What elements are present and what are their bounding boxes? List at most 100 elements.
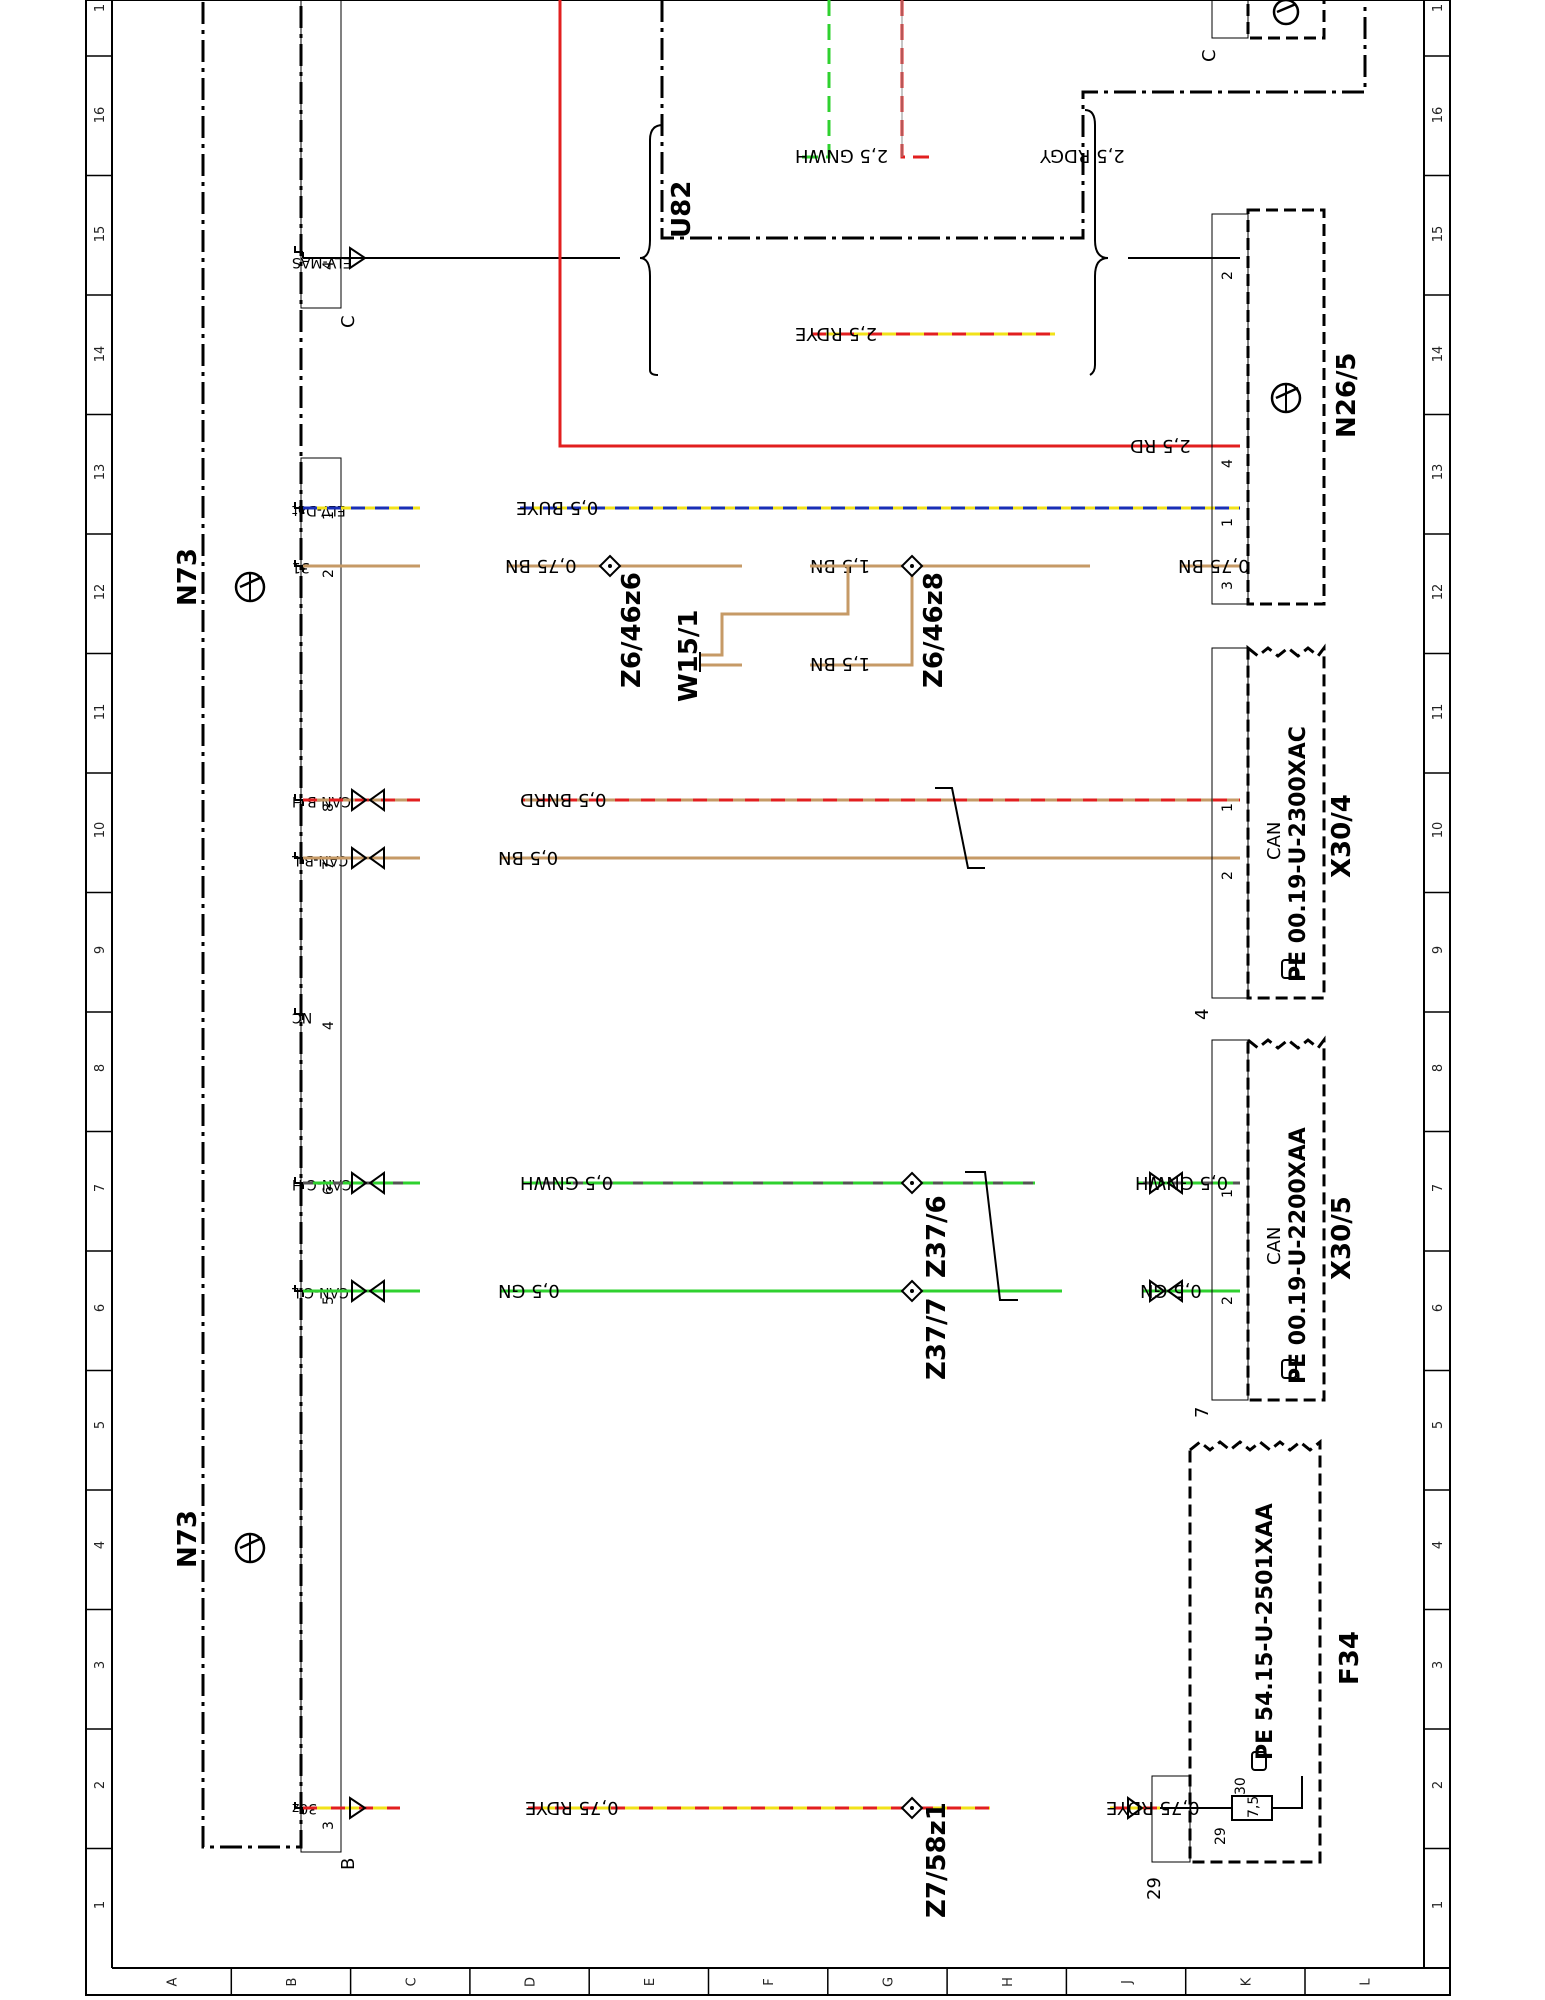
grid-row-label: 14 bbox=[1431, 346, 1446, 363]
grid-row-label: 2 bbox=[1431, 1781, 1446, 1789]
pin-number: 7 bbox=[321, 861, 337, 870]
f34-connector bbox=[1151, 1775, 1191, 1863]
n73-pin-9: 30z 3 bbox=[292, 1800, 337, 1830]
grid-col-label: E bbox=[643, 1978, 658, 1986]
x30-5-part: PE 00.19-U-2200XAA bbox=[1286, 1127, 1311, 1384]
n73-module-box bbox=[201, 0, 303, 1849]
grid-col-label: H bbox=[1001, 1977, 1016, 1987]
x30-4-box bbox=[1246, 643, 1326, 1000]
grid-row-label: 15 bbox=[93, 226, 108, 243]
connector-c-label: C bbox=[338, 315, 359, 328]
label-bg bbox=[400, 1796, 528, 1820]
wire-label: 0,5 BN bbox=[498, 847, 558, 868]
pin-number: 1 bbox=[1220, 1189, 1236, 1198]
pin-number: 4 bbox=[321, 1021, 337, 1030]
u82-sub-box bbox=[1246, 0, 1326, 40]
x30-5-connector bbox=[1211, 1039, 1249, 1401]
twisted-pair-mark bbox=[965, 1171, 1018, 1301]
splice-label: W15/1 bbox=[674, 610, 704, 702]
splice-icon bbox=[900, 1279, 924, 1303]
n26-module-box bbox=[1246, 208, 1326, 606]
fuse-pin: 30 bbox=[1233, 1777, 1249, 1795]
n73-pin-4: CAN-B H 8 bbox=[292, 793, 351, 812]
wire-2-5-rd bbox=[558, 0, 1106, 448]
pointing-hand-icon bbox=[1281, 959, 1297, 979]
wire-2-5-gnwh bbox=[796, 0, 831, 159]
wire-label: 2,5 RD bbox=[1130, 435, 1191, 456]
pointing-hand-icon bbox=[1281, 1359, 1297, 1379]
pin-number: 4 bbox=[321, 261, 337, 270]
u82-connector bbox=[1211, 0, 1249, 39]
brace-right bbox=[1084, 109, 1109, 376]
n73-connector-c bbox=[300, 0, 342, 309]
splice-label: Z37/7 bbox=[922, 1297, 952, 1380]
direction-arrow-icon bbox=[349, 1796, 1144, 1820]
grid-row-label: 3 bbox=[93, 1661, 108, 1669]
grid-row-label: 10 bbox=[93, 822, 108, 839]
label-bg bbox=[420, 496, 520, 520]
wire-label: 2,5 GNWH bbox=[795, 145, 888, 166]
splice-icon bbox=[900, 1796, 924, 1820]
connector-b-label: B bbox=[338, 1858, 359, 1870]
pin-number: 3 bbox=[1220, 581, 1236, 590]
grid-row-label: 1 bbox=[1431, 1901, 1446, 1909]
grid-row-label: 6 bbox=[1431, 1304, 1446, 1312]
grid-col-label: C bbox=[404, 1977, 419, 1986]
connector-c-u82: C bbox=[1199, 49, 1220, 62]
grid-row-label: 6 bbox=[93, 1304, 108, 1312]
pin-number: 8 bbox=[321, 803, 337, 812]
grid-row-label: 16 bbox=[93, 107, 108, 124]
grid-row-label: 12 bbox=[1431, 584, 1446, 601]
label-bg bbox=[1035, 1171, 1137, 1195]
x30-5-box bbox=[1246, 1035, 1326, 1402]
n73-connector-b bbox=[300, 457, 342, 1853]
pin-number: 5 bbox=[321, 1296, 337, 1305]
module-symbol-icon bbox=[1270, 382, 1302, 414]
grid-row-label: 1 bbox=[1431, 4, 1446, 12]
connector-ref: 29 bbox=[1144, 1877, 1165, 1900]
wire-label: 0,5 GNWH bbox=[520, 1172, 613, 1193]
fuse-pin: 29 bbox=[1213, 1827, 1229, 1845]
grid-row-label: 5 bbox=[1431, 1421, 1446, 1429]
direction-arrow-icon bbox=[349, 246, 367, 270]
connector-ref: 4 bbox=[1192, 1009, 1213, 1020]
fuse-wiring bbox=[1160, 1776, 1303, 1809]
wire-label: 0,5 BUYE bbox=[516, 497, 598, 518]
can-label: CAN bbox=[1264, 1227, 1285, 1265]
x30-5-label: X30/5 bbox=[1327, 1196, 1357, 1280]
splice-label: Z7/58z1 bbox=[922, 1802, 952, 1918]
twisted-pair-mark bbox=[935, 787, 985, 869]
grid-row-label: 5 bbox=[93, 1421, 108, 1429]
pointing-hand-icon bbox=[1251, 1751, 1267, 1771]
grid-row-label: 1 bbox=[93, 1901, 108, 1909]
fuse-value: 7,5 bbox=[1246, 1796, 1262, 1818]
pin-signal: CAN-B L bbox=[292, 852, 348, 868]
grid-row-label: 11 bbox=[1431, 704, 1446, 721]
f34-label: F34 bbox=[1335, 1631, 1365, 1685]
grid-row-label: 8 bbox=[1431, 1064, 1446, 1072]
x30-4-connector bbox=[1211, 647, 1249, 999]
label-bg bbox=[420, 1171, 522, 1195]
grid-row-label: 1 bbox=[93, 4, 108, 12]
f34-box bbox=[1188, 1438, 1322, 1864]
wire-label: 2,5 RDYE bbox=[795, 323, 877, 344]
grid-row-label: 11 bbox=[93, 704, 108, 721]
label-bg bbox=[420, 1279, 500, 1303]
wire-label: 0,5 BNRD bbox=[520, 789, 607, 810]
grid-col-label: D bbox=[524, 1977, 539, 1987]
grid-row-label: 4 bbox=[93, 1541, 108, 1549]
grid-col-label: L bbox=[1359, 1978, 1374, 1986]
splice-icon bbox=[900, 1171, 924, 1195]
grid-col-label: G bbox=[881, 1977, 896, 1987]
wire-label: 0,75 BN bbox=[505, 555, 577, 576]
u82-module-box bbox=[660, 0, 1367, 240]
grid-row-label: 13 bbox=[1431, 464, 1446, 481]
label-bg bbox=[990, 1796, 1110, 1820]
grid-row-label: 13 bbox=[93, 464, 108, 481]
n73-pin-5: CAN-B L 7 bbox=[292, 852, 348, 870]
splice-icon bbox=[900, 554, 924, 578]
grid-col-label: J bbox=[1120, 1980, 1135, 1985]
pin-number: 2 bbox=[1220, 871, 1236, 880]
